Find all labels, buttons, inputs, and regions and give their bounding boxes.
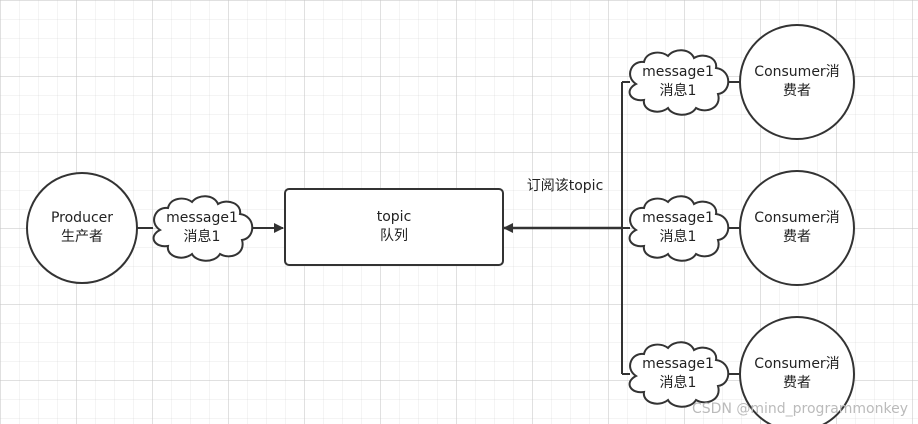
consumer-node-2[interactable] (739, 170, 855, 286)
consumer-node-1[interactable] (739, 24, 855, 140)
topic-node[interactable] (284, 188, 504, 266)
producer-message-cloud[interactable] (152, 195, 254, 262)
consumer-message-cloud-1[interactable] (628, 49, 730, 116)
consumer-message-cloud-3[interactable] (628, 341, 730, 408)
consumer-message-cloud-2[interactable] (628, 195, 730, 262)
watermark: CSDN @mind_programmonkey (692, 401, 908, 417)
consumer-node-3[interactable] (739, 316, 855, 424)
producer-node[interactable] (26, 172, 138, 284)
